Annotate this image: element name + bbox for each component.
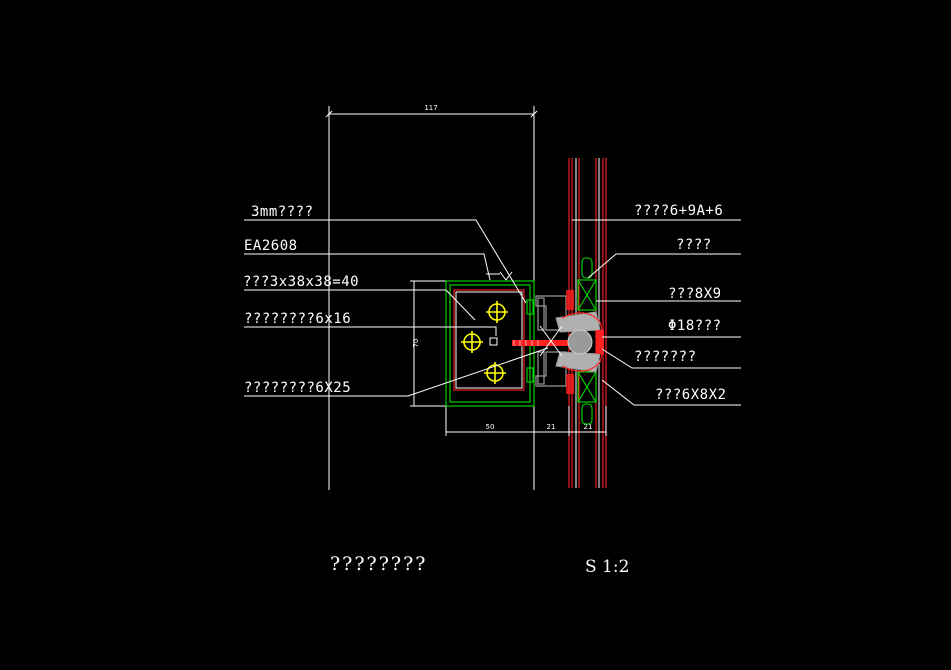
- label-steel-tube: ???3x38x38=40: [243, 274, 359, 290]
- label-ea2608: EA2608: [244, 238, 298, 254]
- label-screw-6x16: ????????6x16: [244, 311, 351, 327]
- label-glass-clip: 3mm????: [251, 204, 314, 220]
- dimension-21a-text: 21: [547, 423, 556, 431]
- label-strip-8x9: ???8X9: [668, 286, 722, 302]
- labels-right: ????6+9A+6 ???? ???8X9 Φ18??? ??????? ??…: [634, 203, 726, 403]
- label-6x8x2: ???6X8X2: [655, 387, 726, 403]
- label-seal-7: ???????: [634, 349, 697, 365]
- leader-lines: [244, 219, 741, 406]
- dimension-70-text: 70: [412, 339, 420, 348]
- drawing-scale: S 1:2: [585, 557, 629, 577]
- dimension-50-text: 50: [486, 423, 495, 431]
- dimension-21b-text: 21: [584, 423, 593, 431]
- label-glass: ????6+9A+6: [634, 203, 723, 219]
- screw-icon: [484, 362, 506, 384]
- dimension-117-text: 117: [424, 104, 437, 112]
- dimension-bottom: 50 21 21: [445, 406, 607, 436]
- label-sealant: ????: [676, 237, 712, 253]
- screw-icon: [461, 331, 483, 353]
- screw-group: [461, 301, 508, 384]
- dimension-70: 70: [410, 280, 446, 407]
- aluminum-bracket: [535, 295, 601, 387]
- label-phi18: Φ18???: [668, 318, 722, 334]
- screw-icon: [486, 301, 508, 323]
- bolt-assembly: [512, 290, 604, 394]
- gaskets: [526, 257, 597, 425]
- label-screw-6x25: ????????6X25: [244, 380, 351, 396]
- labels-left: 3mm???? EA2608 ???3x38x38=40 ????????6x1…: [243, 204, 359, 396]
- drawing-title: ????????: [330, 553, 428, 575]
